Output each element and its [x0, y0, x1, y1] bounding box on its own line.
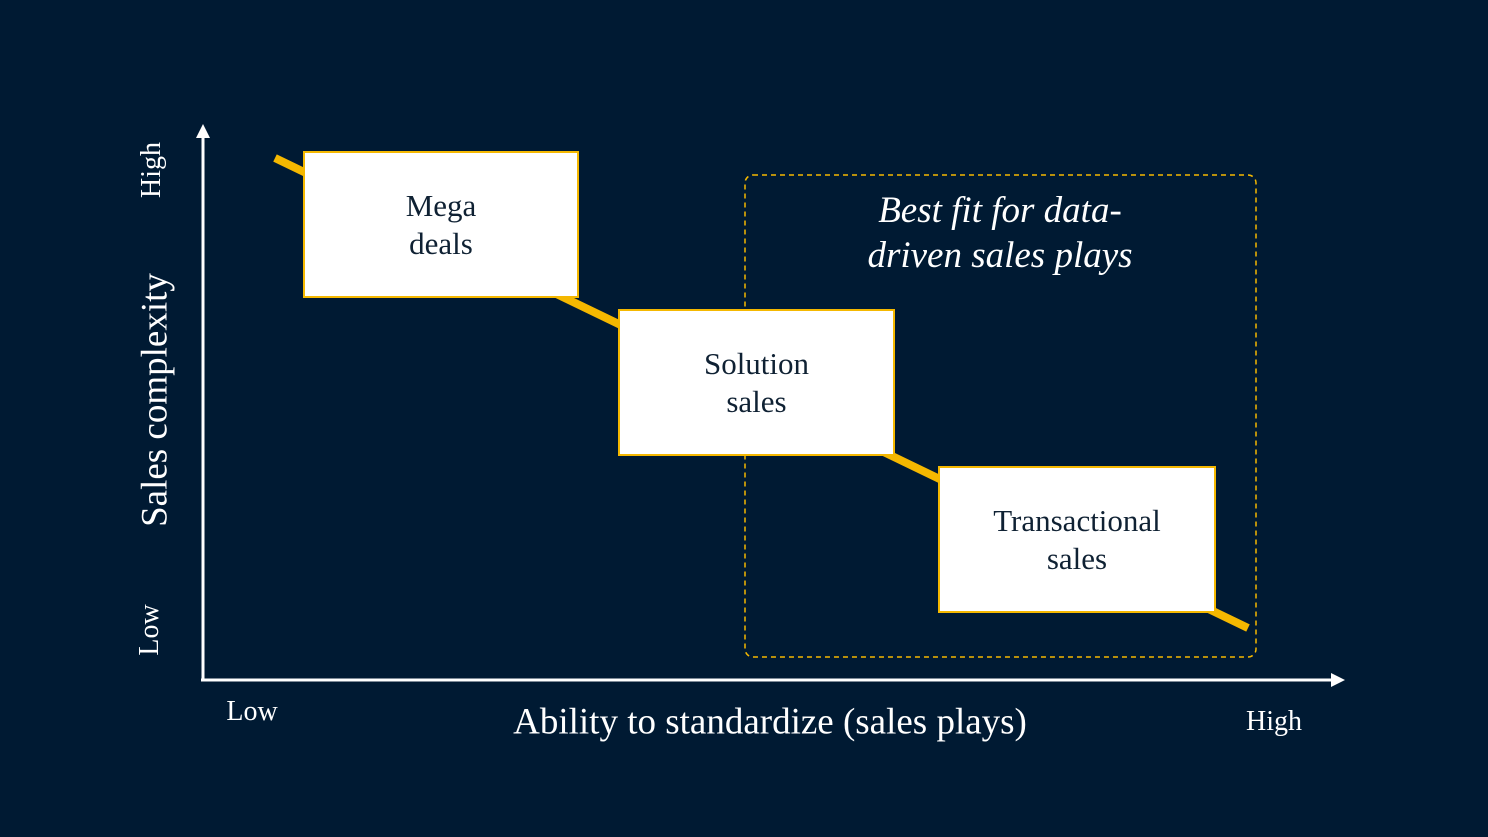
segment-box-solution-sales: Solution sales	[618, 309, 895, 456]
x-axis-arrow-icon	[1331, 673, 1345, 687]
y-axis-arrow-icon	[196, 124, 210, 138]
segment-label: Mega deals	[405, 187, 477, 261]
y-axis-label: Sales complexity	[134, 273, 176, 527]
y-axis-high-label: High	[136, 142, 167, 198]
segment-label: Transactional sales	[993, 502, 1161, 576]
x-axis-label: Ability to standardize (sales plays)	[513, 701, 1027, 743]
segment-box-transactional-sales: Transactional sales	[938, 466, 1216, 613]
x-axis-high-label: High	[1246, 706, 1302, 737]
best-fit-region	[744, 174, 1257, 658]
segment-label: Solution sales	[703, 345, 810, 419]
best-fit-title: Best fit for data- driven sales plays	[867, 190, 1133, 276]
x-axis-low-label: Low	[226, 696, 278, 727]
segment-box-mega-deals: Mega deals	[303, 151, 579, 298]
y-axis-low-label: Low	[134, 604, 165, 656]
